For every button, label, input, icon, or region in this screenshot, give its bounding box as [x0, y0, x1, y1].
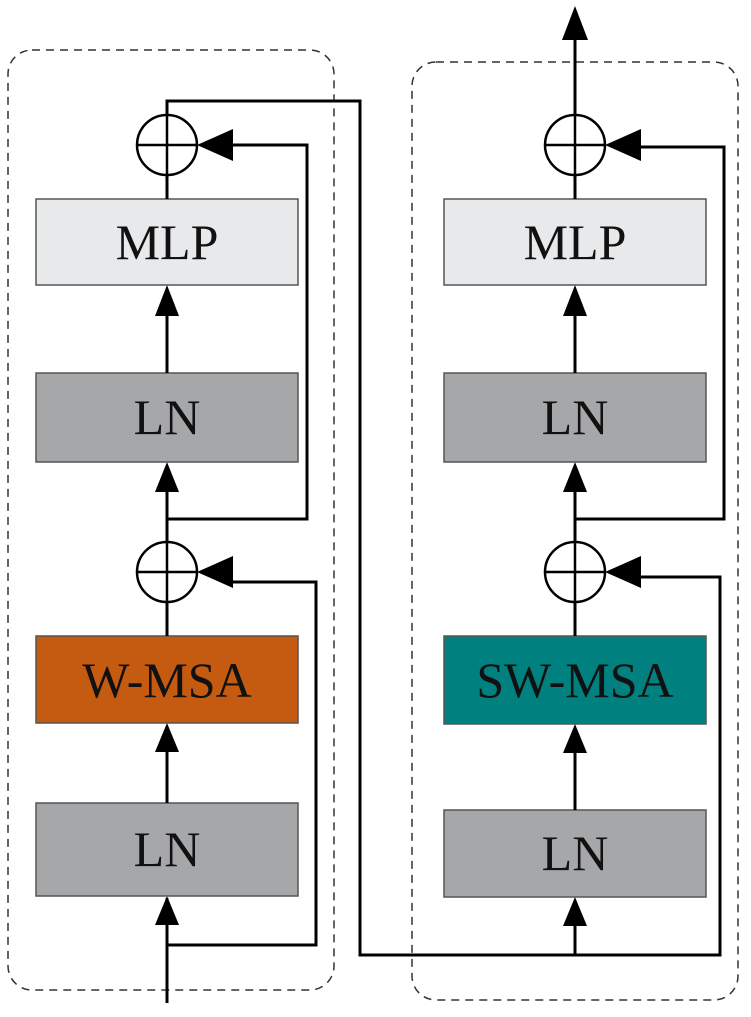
left-add-to-ln-arrowhead — [155, 462, 179, 492]
left-ln-to-msa-arrowhead — [155, 723, 179, 752]
right-block-frame — [411, 61, 739, 1001]
right-input-arrowhead — [563, 897, 587, 926]
left-ln-to-mlp-arrowhead — [155, 285, 179, 316]
right-mlp-box — [443, 198, 707, 286]
left-residual-upper — [167, 143, 309, 521]
right-ln-top-box — [443, 372, 707, 463]
right-ln-to-msa-arrowhead — [563, 724, 587, 753]
left-ln-top-box — [35, 372, 299, 463]
right-ln-bottom-label: LN — [542, 825, 609, 881]
right-ln-bottom-box — [443, 809, 707, 898]
left-wmsa-label: W-MSA — [82, 652, 251, 708]
right-ln-top-label: LN — [542, 389, 609, 445]
right-mlp-label: MLP — [524, 214, 627, 270]
left-mlp-box — [35, 198, 299, 286]
left-residual-lower — [167, 580, 318, 947]
right-residual-upper — [575, 145, 726, 521]
left-ln-bottom-box — [35, 802, 299, 897]
left-wmsa-box — [35, 635, 299, 724]
left-input-arrowhead — [155, 896, 179, 925]
left-ln-top-label: LN — [134, 389, 201, 445]
right-residual-upper-arrowhead — [605, 129, 641, 161]
right-swmsa-label: SW-MSA — [476, 652, 673, 708]
right-ln-to-mlp-arrowhead — [563, 285, 587, 316]
right-add-to-ln-arrowhead — [563, 462, 587, 492]
left-mlp-label: MLP — [116, 214, 219, 270]
right-block: LN SW-MSA LN MLP — [443, 6, 726, 957]
left-block: LN W-MSA LN MLP — [35, 113, 318, 1003]
left-ln-bottom-label: LN — [134, 821, 201, 877]
block-connector — [165, 99, 575, 957]
left-residual-lower-arrowhead — [197, 556, 233, 588]
left-block-frame — [7, 49, 335, 991]
right-output-arrowhead — [562, 6, 588, 40]
left-residual-upper-arrowhead — [197, 129, 233, 161]
right-residual-lower — [575, 575, 722, 957]
right-swmsa-box — [443, 635, 707, 725]
right-residual-lower-arrowhead — [605, 556, 641, 588]
